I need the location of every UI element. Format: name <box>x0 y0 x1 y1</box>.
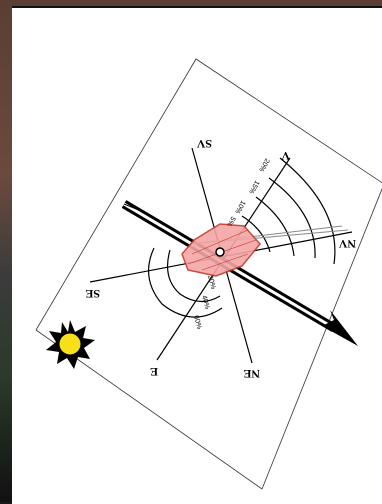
center-point <box>216 248 224 256</box>
label-se: SE <box>85 287 100 301</box>
label-e: E <box>150 365 158 379</box>
image-lightbox[interactable]: SV NV SE E NE V 20% 15% 10% 5% 20% 40% 6… <box>12 6 382 504</box>
wind-rose-figure: SV NV SE E NE V 20% 15% 10% 5% 20% 40% 6… <box>12 8 382 504</box>
label-ne: NE <box>243 367 260 381</box>
label-v: V <box>281 149 290 163</box>
label-nv: NV <box>338 237 356 251</box>
label-sv: SV <box>196 137 212 151</box>
